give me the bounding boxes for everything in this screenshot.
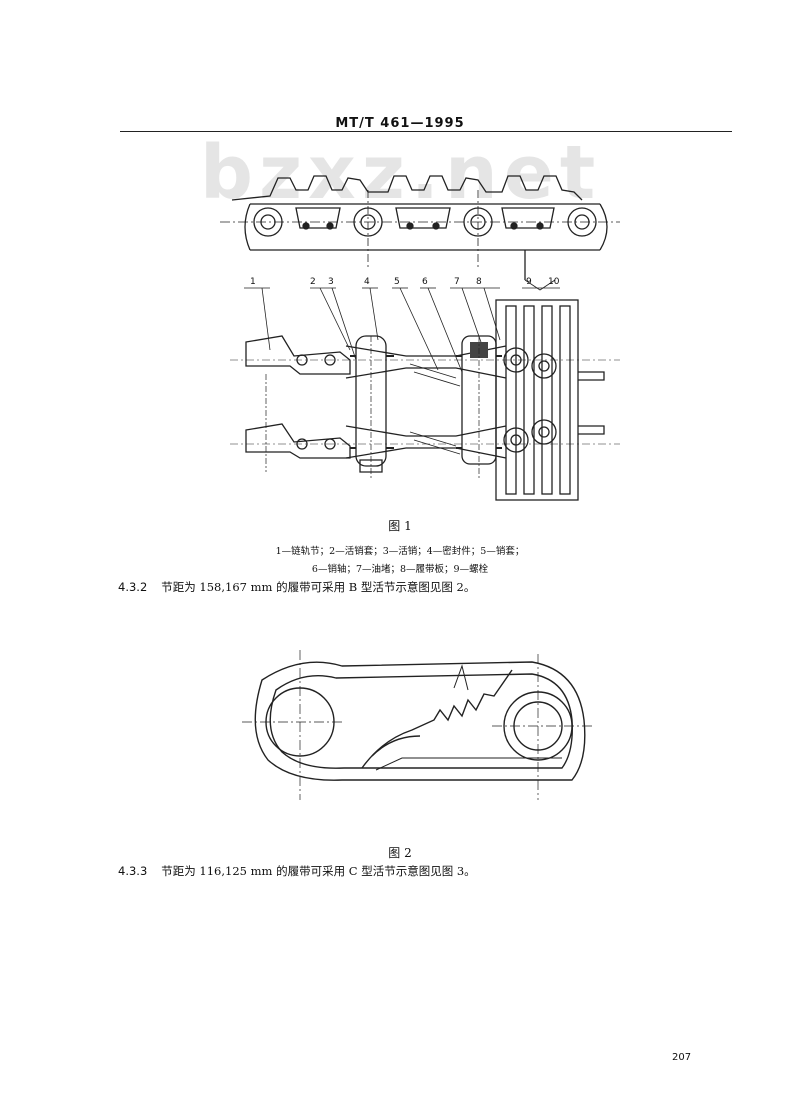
part-label-7: 7 [454,277,460,287]
track-chain-top-view [220,175,620,291]
part-label-10: 10 [548,277,560,287]
part-label-4: 4 [364,277,370,287]
figure-2-drawing [232,640,602,820]
figure-1-drawing: 1 2 3 4 5 6 7 8 9 10 [210,160,630,510]
figure-1-legend-line-1: 1—链轨节；2—活销套；3—活销；4—密封件；5—销套； [275,546,525,557]
part-label-8: 8 [476,277,482,287]
paragraph-4-3-3: 4.3.3 节距为 116,125 mm 的履带可采用 C 型活节示意图见图 3。 [118,863,476,879]
part-label-6: 6 [422,277,428,287]
paragraph-4-3-2: 4.3.2 节距为 158,167 mm 的履带可采用 B 型活节示意图见图 2。 [118,579,475,595]
paragraph-4-3-3-text: 节距为 116,125 mm 的履带可采用 C 型活节示意图见图 3。 [161,864,476,878]
paragraph-4-3-2-number: 4.3.2 [118,580,148,594]
track-section-view [230,299,620,501]
page-header: MT/T 461—1995 [335,116,465,131]
part-label-2: 2 [310,277,316,287]
part-label-9: 9 [526,277,532,287]
part-label-1: 1 [250,277,256,287]
paragraph-4-3-3-number: 4.3.3 [118,864,148,878]
figure-1-legend-line-2: 6—销轴；7—油堵；8—履带板；9—螺栓 [311,564,489,575]
paragraph-4-3-2-text: 节距为 158,167 mm 的履带可采用 B 型活节示意图见图 2。 [161,580,476,594]
page-number: 207 [672,1052,692,1063]
part-label-5: 5 [394,277,400,287]
watermark: bzxz.net [200,130,602,216]
header-rule [120,131,732,132]
part-label-3: 3 [328,277,334,287]
figure-1-caption: 图 1 [388,519,412,533]
figure-2-caption: 图 2 [388,846,412,860]
